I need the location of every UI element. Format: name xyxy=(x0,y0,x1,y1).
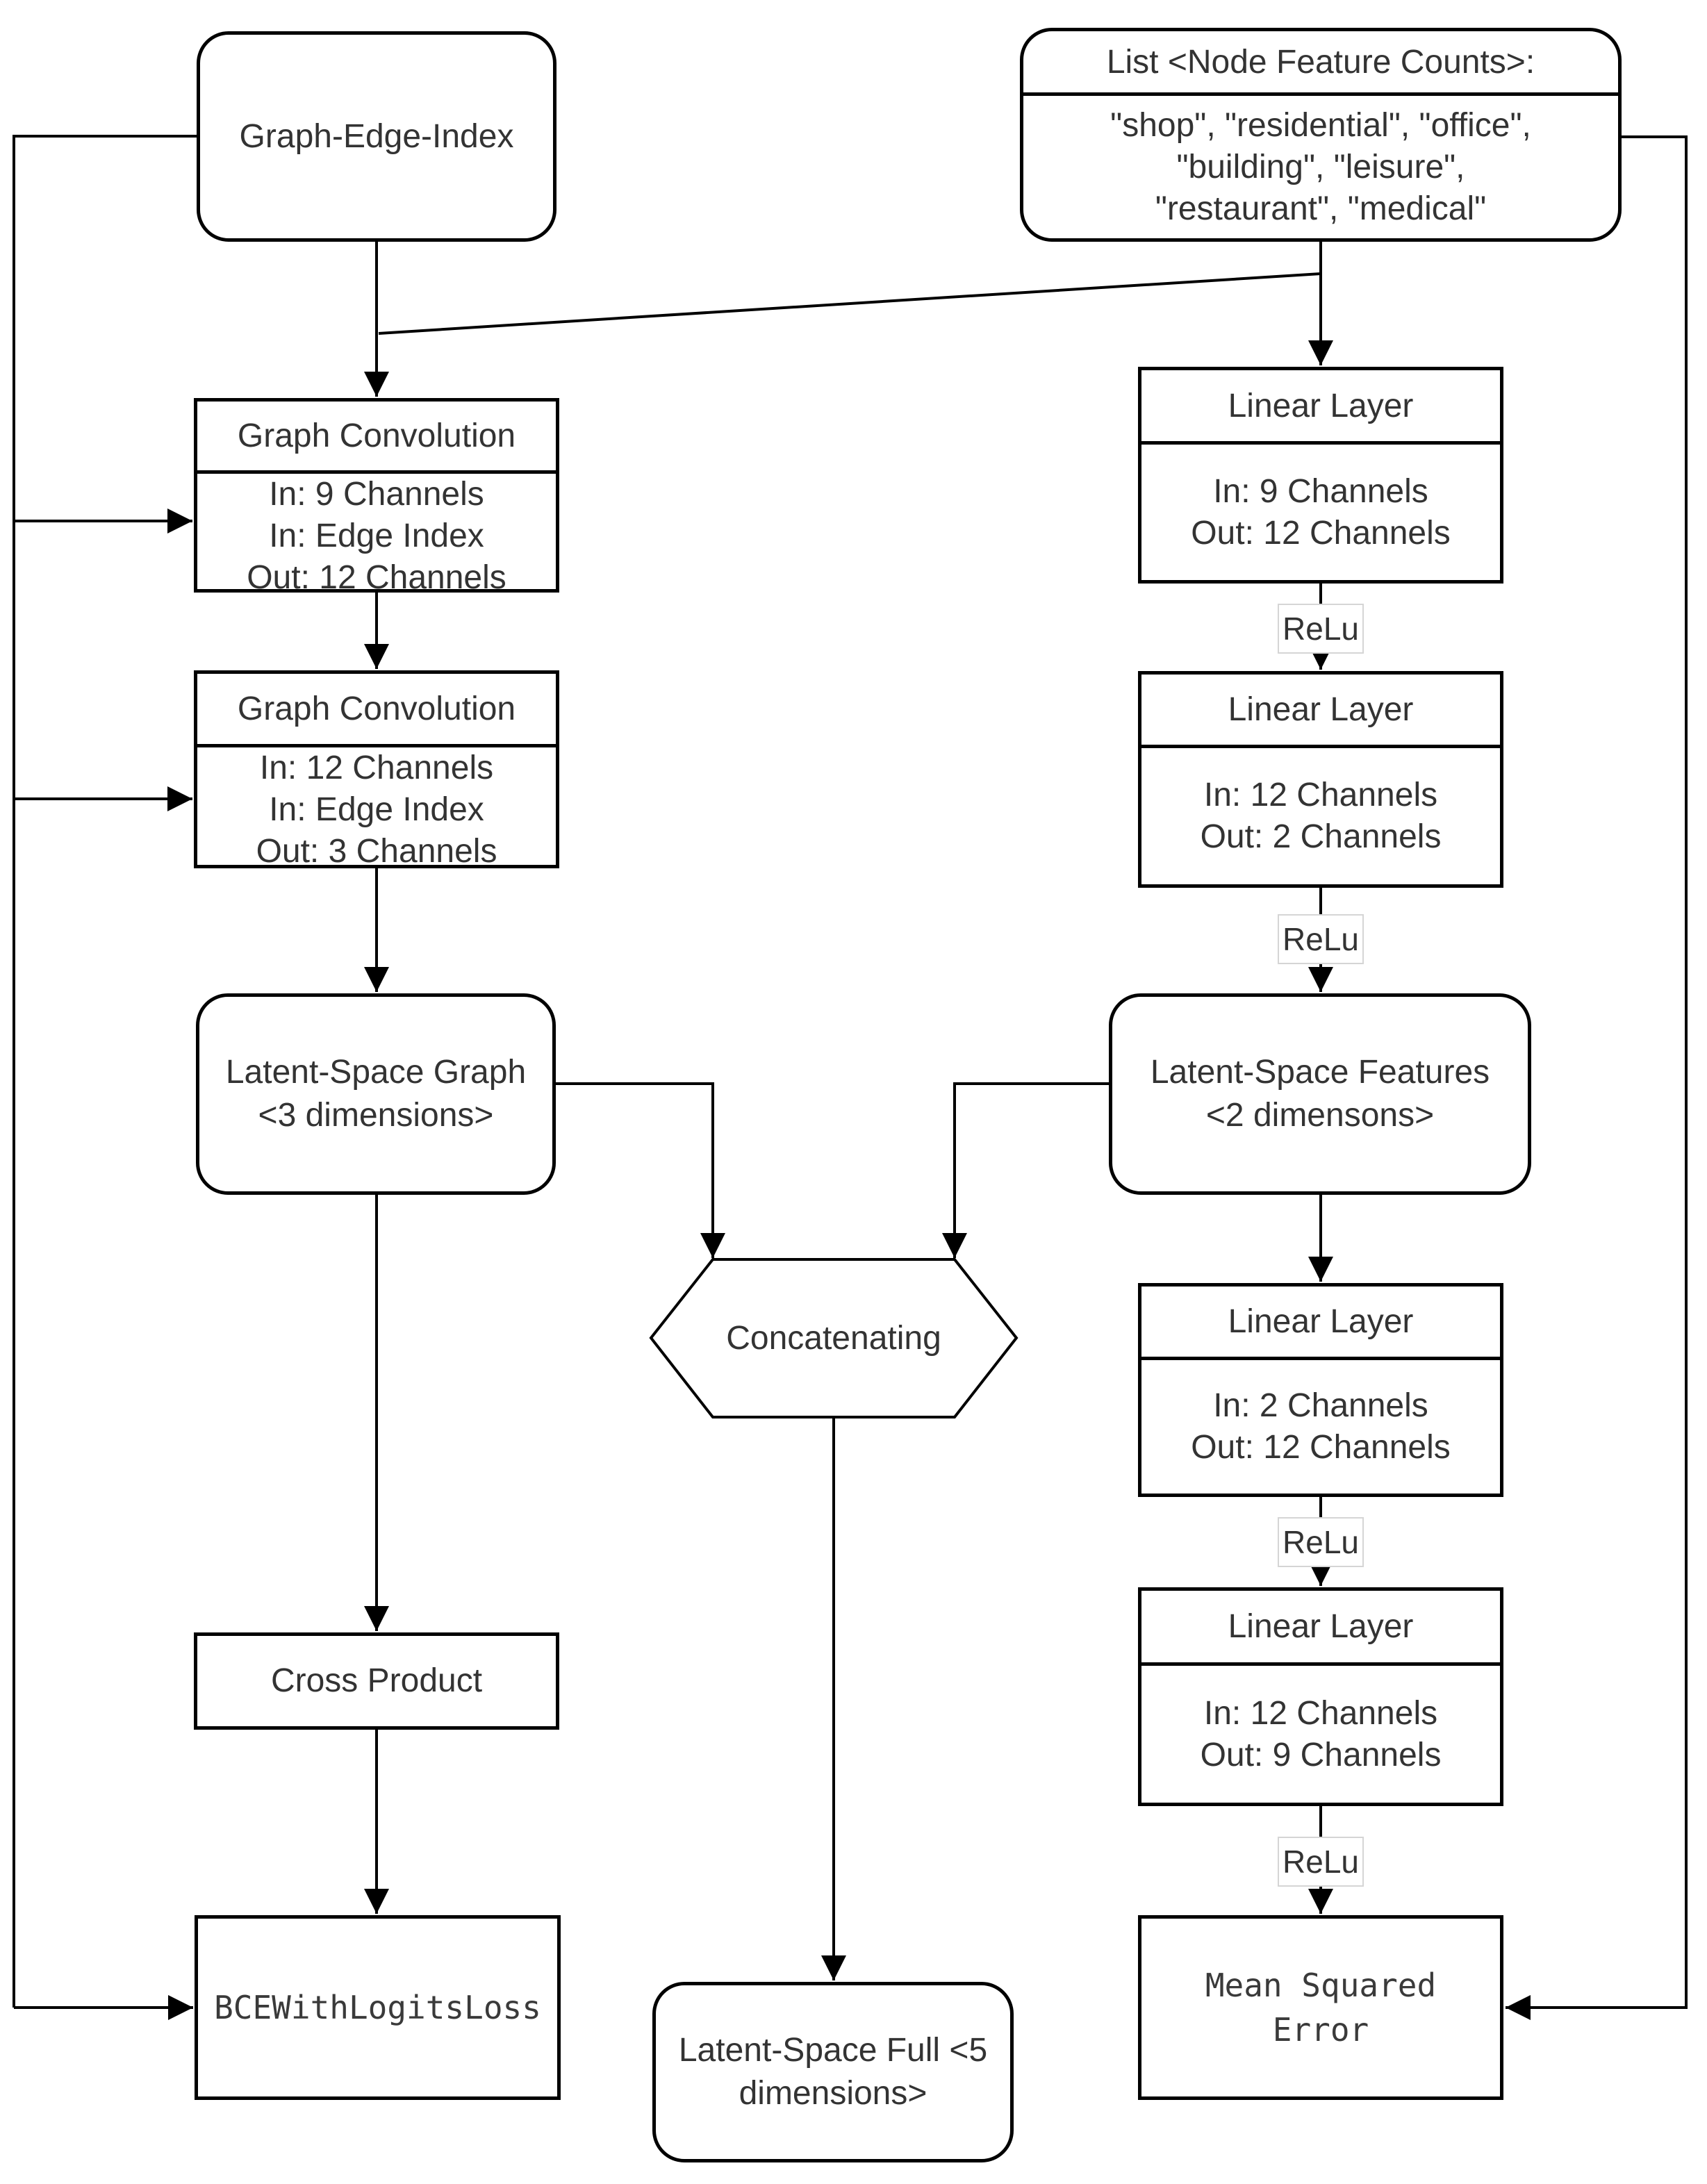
node-graph-convolution-2: Graph Convolution In: 12 Channels In: Ed… xyxy=(194,670,559,870)
linear-layer-4-line: In: 12 Channels xyxy=(1203,1694,1438,1732)
node-cross-product: Cross Product xyxy=(194,1632,559,1730)
linear-layer-1-line: Out: 12 Channels xyxy=(1191,514,1451,552)
node-latent-space-graph: Latent-Space Graph <3 dimensions> xyxy=(196,993,556,1195)
graph-convolution-1-line: In: Edge Index xyxy=(269,518,484,554)
latent-space-features-line: Latent-Space Features xyxy=(1150,1054,1490,1091)
graph-convolution-2-line: Out: 3 Channels xyxy=(256,833,497,870)
mean-squared-error-line: Error xyxy=(1272,2011,1369,2049)
latent-space-full-line: dimensions> xyxy=(739,2075,927,2112)
latent-space-full-line: Latent-Space Full <5 xyxy=(678,2032,988,2069)
edge-right-rail-to-mse xyxy=(1506,135,1688,2020)
linear-layer-1-line: In: 9 Channels xyxy=(1213,472,1428,510)
edge-latentgraph-to-concat xyxy=(556,1082,725,1258)
graph-convolution-1-header: Graph Convolution xyxy=(197,402,556,474)
node-feature-list-header: List <Node Feature Counts>: xyxy=(1023,31,1618,96)
relu-label-3: ReLu xyxy=(1278,1517,1364,1567)
node-feature-list-line: "building", "leisure", xyxy=(1176,148,1465,185)
node-linear-layer-4: Linear Layer In: 12 Channels Out: 9 Chan… xyxy=(1138,1587,1503,1806)
linear-layer-3-line: In: 2 Channels xyxy=(1213,1387,1428,1424)
edge-latentfeatures-to-concat xyxy=(942,1082,1109,1258)
node-feature-list-line: "restaurant", "medical" xyxy=(1155,190,1487,227)
linear-layer-1-header: Linear Layer xyxy=(1141,370,1500,445)
node-graph-edge-index: Graph-Edge-Index xyxy=(197,31,556,242)
node-mean-squared-error: Mean Squared Error xyxy=(1138,1915,1503,2100)
graph-convolution-2-line: In: Edge Index xyxy=(269,791,484,828)
node-graph-convolution-1: Graph Convolution In: 9 Channels In: Edg… xyxy=(194,398,559,596)
linear-layer-2-line: Out: 2 Channels xyxy=(1200,818,1442,855)
graph-edge-index-label: Graph-Edge-Index xyxy=(239,117,514,155)
linear-layer-2-header: Linear Layer xyxy=(1141,675,1500,748)
linear-layer-4-header: Linear Layer xyxy=(1141,1591,1500,1666)
node-linear-layer-3: Linear Layer In: 2 Channels Out: 12 Chan… xyxy=(1138,1283,1503,1497)
node-node-feature-list: List <Node Feature Counts>: "shop", "res… xyxy=(1020,28,1622,242)
relu-label-4: ReLu xyxy=(1278,1837,1364,1887)
bce-with-logits-loss-label: BCEWithLogitsLoss xyxy=(214,1989,541,2026)
graph-convolution-1-line: Out: 12 Channels xyxy=(247,559,506,596)
node-feature-list-line: "shop", "residential", "office", xyxy=(1110,106,1531,144)
latent-space-graph-line: <3 dimensions> xyxy=(258,1097,494,1134)
linear-layer-3-line: Out: 12 Channels xyxy=(1191,1429,1451,1466)
node-bce-with-logits-loss: BCEWithLogitsLoss xyxy=(195,1915,561,2100)
linear-layer-4-line: Out: 9 Channels xyxy=(1200,1736,1442,1773)
graph-convolution-2-line: In: 12 Channels xyxy=(259,750,494,786)
node-latent-space-full: Latent-Space Full <5 dimensions> xyxy=(652,1982,1014,2162)
graph-convolution-1-line: In: 9 Channels xyxy=(269,476,484,513)
node-linear-layer-1: Linear Layer In: 9 Channels Out: 12 Chan… xyxy=(1138,367,1503,584)
linear-layer-3-header: Linear Layer xyxy=(1141,1287,1500,1360)
latent-space-graph-line: Latent-Space Graph xyxy=(225,1054,527,1091)
cross-product-label: Cross Product xyxy=(270,1662,483,1699)
concatenating-hexagon xyxy=(649,1258,1019,1418)
graph-convolution-2-header: Graph Convolution xyxy=(197,674,556,747)
edge-list-to-graphconv1-diagonal xyxy=(378,272,1321,335)
linear-layer-2-line: In: 12 Channels xyxy=(1203,777,1438,813)
relu-label-2: ReLu xyxy=(1278,914,1364,964)
mean-squared-error-line: Mean Squared xyxy=(1205,1967,1437,2004)
node-linear-layer-2: Linear Layer In: 12 Channels Out: 2 Chan… xyxy=(1138,671,1503,888)
node-latent-space-features: Latent-Space Features <2 dimensons> xyxy=(1109,993,1531,1195)
relu-label-1: ReLu xyxy=(1278,604,1364,654)
concatenating-label: Concatenating xyxy=(726,1320,941,1357)
latent-space-features-line: <2 dimensons> xyxy=(1205,1097,1435,1134)
edge-left-rail xyxy=(13,135,197,2008)
